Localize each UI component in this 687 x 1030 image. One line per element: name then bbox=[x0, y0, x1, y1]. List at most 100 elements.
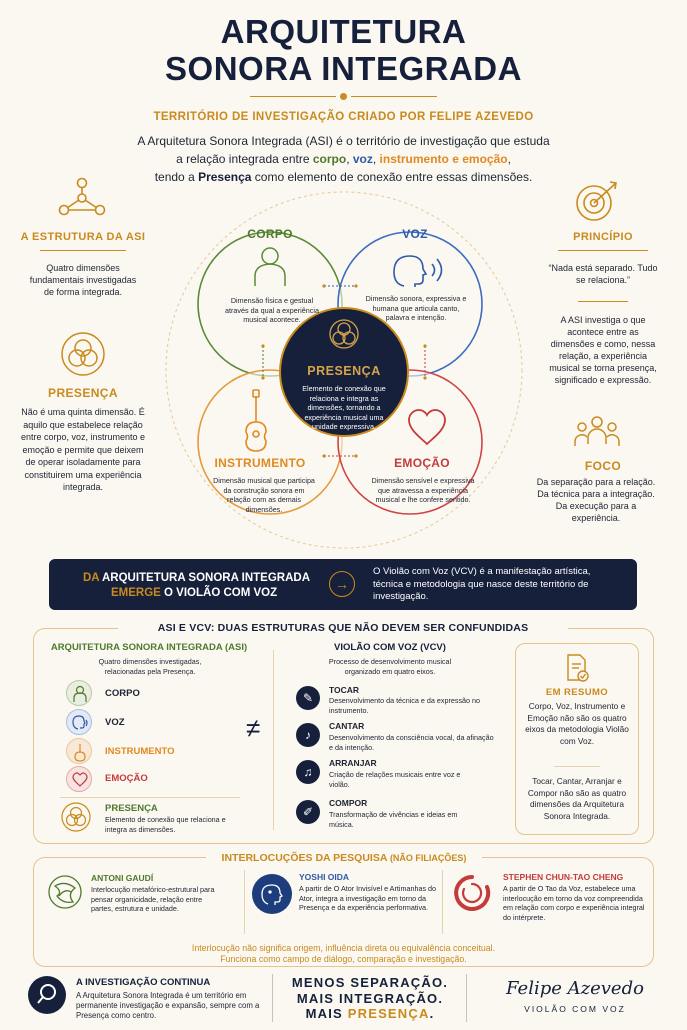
asi-diagram bbox=[165, 191, 523, 549]
cantar-icon: ♪ bbox=[296, 723, 320, 747]
instrumento-text: Dimensão musical que participa da constr… bbox=[213, 476, 315, 514]
principio-divider bbox=[558, 250, 648, 251]
cheng-text: A partir de O Tao da Voz, estabelece uma… bbox=[503, 884, 645, 922]
voz-text: Dimensão sonora, expressiva e humana que… bbox=[365, 294, 467, 322]
guitar-icon bbox=[245, 389, 267, 452]
gaudi-name: ANTONI GAUDÍ bbox=[91, 873, 154, 883]
vcv-arranjar-title: ARRANJAR bbox=[329, 758, 377, 768]
vcv-col-title: VIOLÃO COM VOZ (VCV) bbox=[334, 642, 446, 653]
gaudi-organic-icon bbox=[48, 875, 82, 909]
footer-inv-title: A INVESTIGAÇÃO CONTINUA bbox=[76, 977, 211, 988]
title-divider-dot bbox=[340, 93, 347, 100]
group-people-icon bbox=[574, 416, 620, 446]
emocao-title: EMOÇÃO bbox=[394, 456, 450, 470]
body-icon bbox=[254, 247, 286, 286]
asi-instrumento-icon bbox=[66, 738, 92, 764]
magnifier-icon bbox=[28, 976, 66, 1014]
title-divider-left bbox=[250, 96, 336, 97]
estrutura-divider bbox=[40, 250, 126, 251]
compare-title: ASI E VCV: DUAS ESTRUTURAS QUE NÃO DEVEM… bbox=[118, 622, 568, 634]
estrutura-title: A ESTRUTURA DA ASI bbox=[20, 231, 146, 243]
presenca-center-icon bbox=[329, 319, 359, 349]
instrumento-title: INSTRUMENTO bbox=[214, 456, 306, 470]
oida-text: A partir de O Ator Invisível e Artimanha… bbox=[299, 884, 437, 912]
interloc-title: INTERLOCUÇÕES DA PESQUISA (NÃO FILIAÇÕES… bbox=[206, 852, 482, 864]
vcv-tocar-text: Desenvolvimento da técnica e da expressã… bbox=[329, 696, 481, 715]
page-title-line2: SONORA INTEGRADA bbox=[165, 50, 522, 87]
structure-network-icon bbox=[58, 177, 106, 216]
cheng-enso-icon bbox=[454, 875, 491, 911]
foco-text: Da separação para a relação. Da técnica … bbox=[536, 477, 656, 523]
interloc-divider-1 bbox=[244, 870, 245, 934]
foco-title: FOCO bbox=[584, 459, 622, 473]
asi-col-sub: Quatro dimensões investigadas, relaciona… bbox=[98, 657, 202, 676]
resumo-box bbox=[515, 643, 639, 835]
principio-divider-2 bbox=[578, 301, 628, 302]
corpo-title: CORPO bbox=[247, 227, 293, 241]
oida-head-icon bbox=[252, 874, 292, 914]
resumo-text2: Tocar, Cantar, Arranjar e Compor não são… bbox=[527, 776, 627, 821]
interloc-note: Interlocução não significa origem, influ… bbox=[191, 943, 496, 964]
presenca-side-text: Não é uma quinta dimensão. É aquilo que … bbox=[20, 407, 146, 492]
asi-item-instrumento: INSTRUMENTO bbox=[105, 746, 175, 757]
asi-corpo-icon bbox=[66, 680, 92, 706]
estrutura-text: Quatro dimensões fundamentais investigad… bbox=[29, 263, 137, 297]
presenca-text: Elemento de conexão que relaciona e inte… bbox=[302, 384, 386, 431]
presenca-side-title: PRESENÇA bbox=[48, 386, 118, 400]
footer-inv-text: A Arquitetura Sonora Integrada é um terr… bbox=[76, 991, 260, 1020]
banner-left-text: DA ARQUITETURA SONORA INTEGRADA EMERGE O… bbox=[83, 572, 311, 599]
signature-sub: VIOLÃO COM VOZ bbox=[524, 1004, 626, 1014]
outer-dashed-ring bbox=[165, 191, 523, 549]
principio-quote: “Nada está separado. Tudo se relaciona.” bbox=[548, 263, 658, 285]
page-title-line1: ARQUITETURA bbox=[220, 13, 467, 50]
footer-divider-1 bbox=[272, 974, 273, 1022]
asi-emocao-icon bbox=[66, 766, 92, 792]
asi-presenca-text: Elemento de conexão que relaciona e inte… bbox=[105, 815, 226, 834]
vcv-cantar-title: CANTAR bbox=[329, 721, 365, 731]
vcv-cantar-text: Desenvolvimento da consciência vocal, da… bbox=[329, 733, 494, 752]
arrow-right-icon: → bbox=[329, 571, 355, 597]
tocar-icon: ✎ bbox=[296, 686, 320, 710]
target-icon bbox=[576, 181, 617, 221]
circle-presenca bbox=[279, 307, 409, 437]
emerge-banner: DA ARQUITETURA SONORA INTEGRADA EMERGE O… bbox=[49, 559, 637, 610]
vcv-arranjar-text: Criação de relações musicais entre voz e… bbox=[329, 770, 461, 789]
corpo-text: Dimensão física e gestual através da qua… bbox=[225, 296, 319, 324]
footer-motto: MENOS SEPARAÇÃO. MAIS INTEGRAÇÃO. MAIS P… bbox=[291, 975, 449, 1021]
emocao-text: Dimensão sensível e expressiva que atrav… bbox=[371, 476, 475, 504]
arranjar-icon: ♫ bbox=[296, 760, 320, 784]
principio-text: A ASI investiga o que acontece entre as … bbox=[549, 315, 657, 385]
heart-icon bbox=[408, 409, 446, 446]
oida-name: YOSHI OIDA bbox=[299, 872, 350, 882]
document-check-icon bbox=[567, 654, 589, 682]
title-divider-right bbox=[351, 96, 437, 97]
not-equal-sign: ≠ bbox=[246, 713, 261, 743]
voz-title: VOZ bbox=[402, 227, 428, 241]
vcv-tocar-title: TOCAR bbox=[329, 685, 360, 695]
signature: Felipe Azevedo bbox=[506, 978, 644, 999]
gaudi-text: Interlocução metafórico-estrutural para … bbox=[91, 885, 215, 913]
presence-circles-icon bbox=[61, 332, 105, 376]
resumo-text1: Corpo, Voz, Instrumento e Emoção não são… bbox=[525, 701, 629, 746]
asi-item-corpo: CORPO bbox=[105, 688, 140, 699]
footer-divider-2 bbox=[466, 974, 467, 1022]
intro-line1: A Arquitetura Sonora Integrada (ASI) é o… bbox=[137, 134, 550, 148]
resumo-title: EM RESUMO bbox=[545, 687, 609, 698]
asi-presenca-icon bbox=[61, 802, 91, 832]
intro-text: A Arquitetura Sonora Integrada (ASI) é o… bbox=[0, 132, 687, 186]
asi-col-title: ARQUITETURA SONORA INTEGRADA (ASI) bbox=[50, 642, 248, 653]
interloc-divider-2 bbox=[442, 870, 443, 934]
cheng-name: STEPHEN CHUN-TAO CHENG bbox=[503, 872, 624, 882]
subtitle: TERRITÓRIO DE INVESTIGAÇÃO CRIADO POR FE… bbox=[153, 111, 534, 123]
intro-line3: tendo a Presença como elemento de conexã… bbox=[154, 170, 533, 184]
asi-item-voz: VOZ bbox=[105, 717, 125, 728]
asi-presenca-label: PRESENÇA bbox=[105, 803, 158, 814]
resumo-divider bbox=[554, 766, 600, 767]
principio-title: PRINCÍPIO bbox=[573, 231, 633, 243]
compare-col-divider bbox=[273, 650, 274, 830]
asi-item-emocao: EMOÇÃO bbox=[105, 773, 148, 784]
compor-icon: ✐ bbox=[296, 800, 320, 824]
banner-right-text: O Violão com Voz (VCV) é a manifestação … bbox=[373, 566, 591, 602]
asi-voz-icon bbox=[66, 709, 92, 735]
presenca-title: PRESENÇA bbox=[307, 364, 381, 378]
